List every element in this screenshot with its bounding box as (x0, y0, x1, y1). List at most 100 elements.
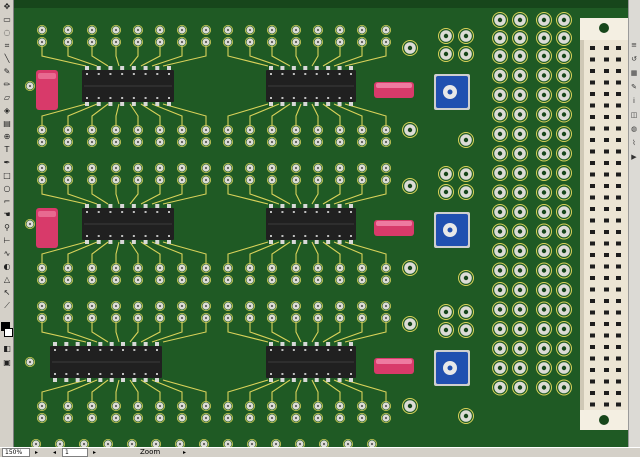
page-number-field[interactable]: 1 (62, 448, 88, 457)
pad-right-r2-hole (270, 404, 274, 408)
stamp-tool-icon[interactable]: ⊕ (3, 132, 11, 141)
swatches-icon[interactable]: ▦ (630, 69, 638, 77)
measure-tool-icon[interactable]: ⊢ (3, 236, 11, 245)
pad-bottom-edge-hole (298, 442, 302, 446)
pen-tool-icon[interactable]: ✒ (3, 158, 11, 167)
actions-icon[interactable]: ▶ (631, 153, 637, 161)
trace-right-top-r1 (333, 184, 363, 205)
pad-right-r1-ring (290, 274, 301, 285)
pencil-tool-icon[interactable]: ✏ (3, 80, 11, 89)
connector-pin-slot (616, 322, 621, 326)
connector-pin-slot (604, 287, 609, 292)
smudge-tool-icon[interactable]: ∿ (3, 249, 11, 258)
prev-page-icon[interactable]: ◂ (52, 449, 56, 456)
connector-pin-slot (604, 379, 609, 384)
dodge-tool-icon[interactable]: ◐ (3, 262, 11, 271)
move-tool-icon[interactable]: ✥ (3, 2, 11, 11)
gradient-tool-icon[interactable]: ▤ (3, 119, 11, 128)
matrix-pad-hole (561, 326, 567, 332)
ic-left-r1-pin-mark (144, 235, 147, 237)
lasso-tool-icon[interactable]: ◌ (3, 28, 11, 37)
fill-tool-icon[interactable]: ◈ (3, 106, 11, 115)
pad-bottom-edge-hole (274, 442, 278, 446)
ic-left-r2-pin-mark (156, 373, 158, 375)
matrix-pad-ring (492, 30, 508, 46)
pad-right-r1-hole (270, 178, 274, 182)
ic-right-r0-pin-mark (315, 97, 318, 99)
pad-left-r0-hole (40, 40, 44, 44)
text-tool-icon[interactable]: T (4, 145, 10, 154)
ic-left-r2-pin-bottom (98, 378, 103, 382)
ic-right-r0-pin-mark (304, 97, 307, 99)
ic-right-r1-pin-bottom (291, 240, 296, 244)
path-tool-icon[interactable]: ↖ (3, 288, 11, 297)
ic-left-r2-pin-top (53, 342, 57, 346)
pad-left-r1-hole (66, 278, 70, 282)
matrix-pad-ring (512, 360, 528, 376)
brush-tool-icon[interactable]: ✎ (3, 67, 11, 76)
pad-left-r0-ring (87, 136, 98, 147)
ic-right-r2-pin-top (314, 342, 319, 346)
crop-tool-icon[interactable]: ⌗ (4, 41, 10, 50)
shape-tool-icon[interactable]: □ (3, 171, 11, 180)
eyedropper-tool-icon[interactable]: ⌐ (3, 197, 11, 206)
eraser-tool-icon[interactable]: ▱ (3, 93, 11, 102)
pad-left-r2-hole (114, 316, 118, 320)
pad-right-r0-ring (380, 136, 391, 147)
pad-right-r0-ring (266, 136, 277, 147)
pad-left-r1-ring (200, 162, 211, 173)
document-canvas[interactable] (14, 0, 628, 447)
zoom-level-field[interactable]: 150% (2, 448, 30, 457)
ic-right-r1-pin-mark (292, 211, 295, 213)
pad-left-r1-ring (36, 162, 47, 173)
mount-pad-left-r2-hole (28, 360, 32, 364)
blur-tool-icon[interactable]: △ (3, 275, 11, 284)
pad-right-r0-hole (248, 40, 252, 44)
ic-right-r0-pin-top (326, 66, 331, 70)
brushes-icon[interactable]: ✎ (631, 83, 637, 91)
trace-right-bottom-r2 (295, 379, 302, 402)
connector-pin-slot (604, 253, 609, 257)
zoom-tool-icon[interactable]: ⚲ (4, 223, 10, 232)
ellipse-tool-icon[interactable]: ○ (3, 184, 11, 193)
screen-mode-icon[interactable]: ▣ (3, 358, 11, 367)
quick-mask-icon[interactable]: ◧ (3, 344, 11, 353)
pad-left-r0-hole (90, 140, 94, 144)
pad-left-r1-ring (200, 274, 211, 285)
mount-pad-left-r1-ring (24, 218, 35, 229)
ic-left-r0-pin-bottom (131, 102, 136, 106)
trace-right-top-r1 (322, 184, 341, 205)
big-pad-r2-ring (458, 322, 474, 338)
matrix-pad-ring (492, 87, 508, 103)
matrix-pad-ring (536, 126, 552, 142)
pad-right-r1-hole (226, 166, 230, 170)
line-tool-icon[interactable]: ╲ (4, 54, 10, 63)
history-icon[interactable]: ↺ (631, 55, 637, 63)
pad-right-r0-ring (356, 24, 367, 35)
matrix-pad-hole (541, 229, 547, 234)
slice-tool-icon[interactable]: ⟋ (4, 301, 10, 310)
paths-icon[interactable]: ⌇ (632, 139, 636, 147)
status-info-arrow-icon[interactable]: ▸ (182, 449, 186, 456)
info-icon[interactable]: i (633, 97, 635, 105)
background-color-swatch[interactable] (4, 328, 13, 337)
layers-icon[interactable]: ≡ (631, 41, 637, 49)
select-tool-icon[interactable]: ▭ (3, 15, 11, 24)
ic-left-r2-pin-bottom (75, 378, 80, 382)
matrix-pad-ring (536, 262, 552, 279)
matrix-pad-hole (541, 385, 547, 390)
next-page-icon[interactable]: ▸ (92, 449, 96, 456)
connector-pin-slot (590, 241, 595, 246)
channels-icon[interactable]: ◍ (630, 125, 638, 133)
pad-left-r0-hole (114, 128, 118, 132)
ic-left-r1-pin-mark (132, 211, 135, 213)
matrix-pad-hole (541, 346, 547, 351)
status-menu-arrow-icon[interactable]: ▸ (34, 449, 38, 456)
hand-tool-icon[interactable]: ☚ (3, 210, 11, 219)
matrix-pad-hole (541, 287, 547, 293)
pad-left-r2-hole (114, 304, 118, 308)
pad-right-r2-hole (360, 304, 364, 308)
pad-left-r1-ring (176, 162, 187, 173)
matrix-pad-ring (536, 379, 552, 396)
navigator-icon[interactable]: ◫ (630, 111, 638, 119)
